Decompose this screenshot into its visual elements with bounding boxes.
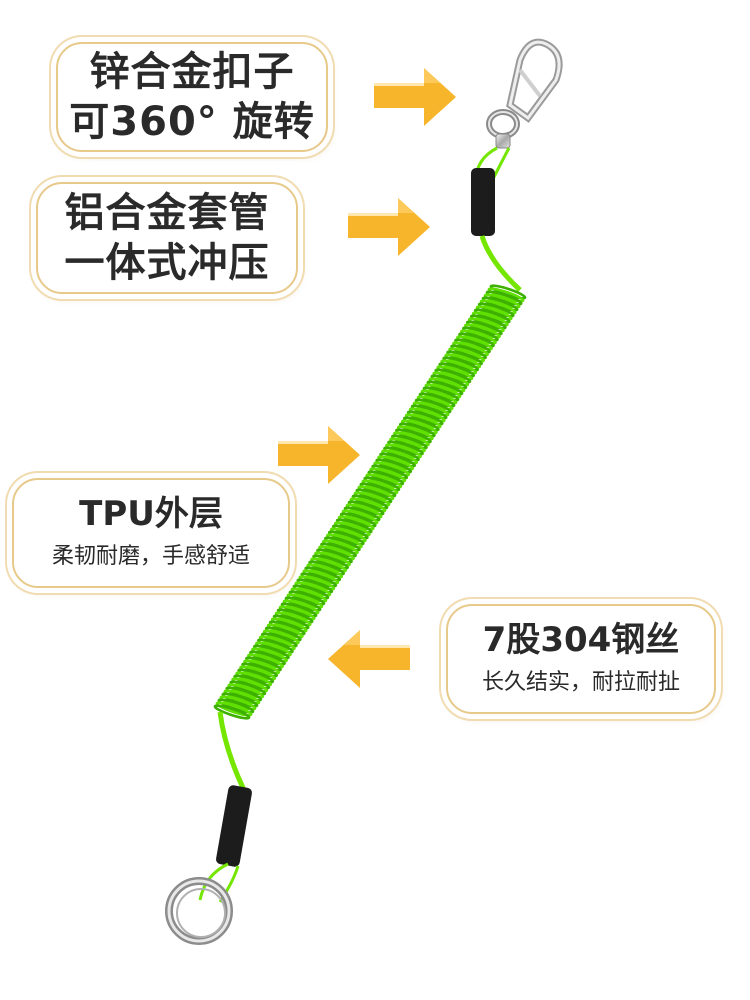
bottom-sleeve	[216, 785, 252, 867]
sleeve-callout-line2: 一体式冲压	[64, 240, 270, 286]
tpu-callout-desc: 柔韧耐磨，手感舒适	[51, 544, 250, 569]
wire-callout-title: 7股304钢丝	[482, 620, 680, 660]
arrow-right-icon	[374, 68, 456, 126]
split-ring-icon	[165, 877, 233, 945]
tpu-callout-title: TPU外层	[79, 494, 223, 534]
coil-loop	[213, 704, 251, 720]
tpu-callout: TPU外层 柔韧耐磨，手感舒适	[12, 478, 290, 588]
coiled-tpu-cord	[213, 284, 527, 720]
clasp-callout-line1: 锌合金扣子	[89, 49, 295, 95]
top-sleeve	[471, 168, 495, 236]
arrow-right-icon	[278, 426, 360, 484]
clasp-callout: 锌合金扣子 可360° 旋转	[56, 42, 328, 152]
arrow-right-icon	[348, 198, 430, 256]
clasp-callout-line2: 可360° 旋转	[69, 99, 315, 145]
wire-callout-desc: 长久结实，耐拉耐扯	[481, 670, 680, 695]
sleeve-callout: 铝合金套管 一体式冲压	[36, 182, 298, 294]
coil-loop	[215, 701, 253, 717]
carabiner-clasp-icon	[486, 38, 563, 149]
arrow-left-icon	[328, 630, 410, 688]
sleeve-callout-line1: 铝合金套管	[64, 190, 270, 236]
wire-callout: 7股304钢丝 长久结实，耐拉耐扯	[446, 604, 716, 714]
